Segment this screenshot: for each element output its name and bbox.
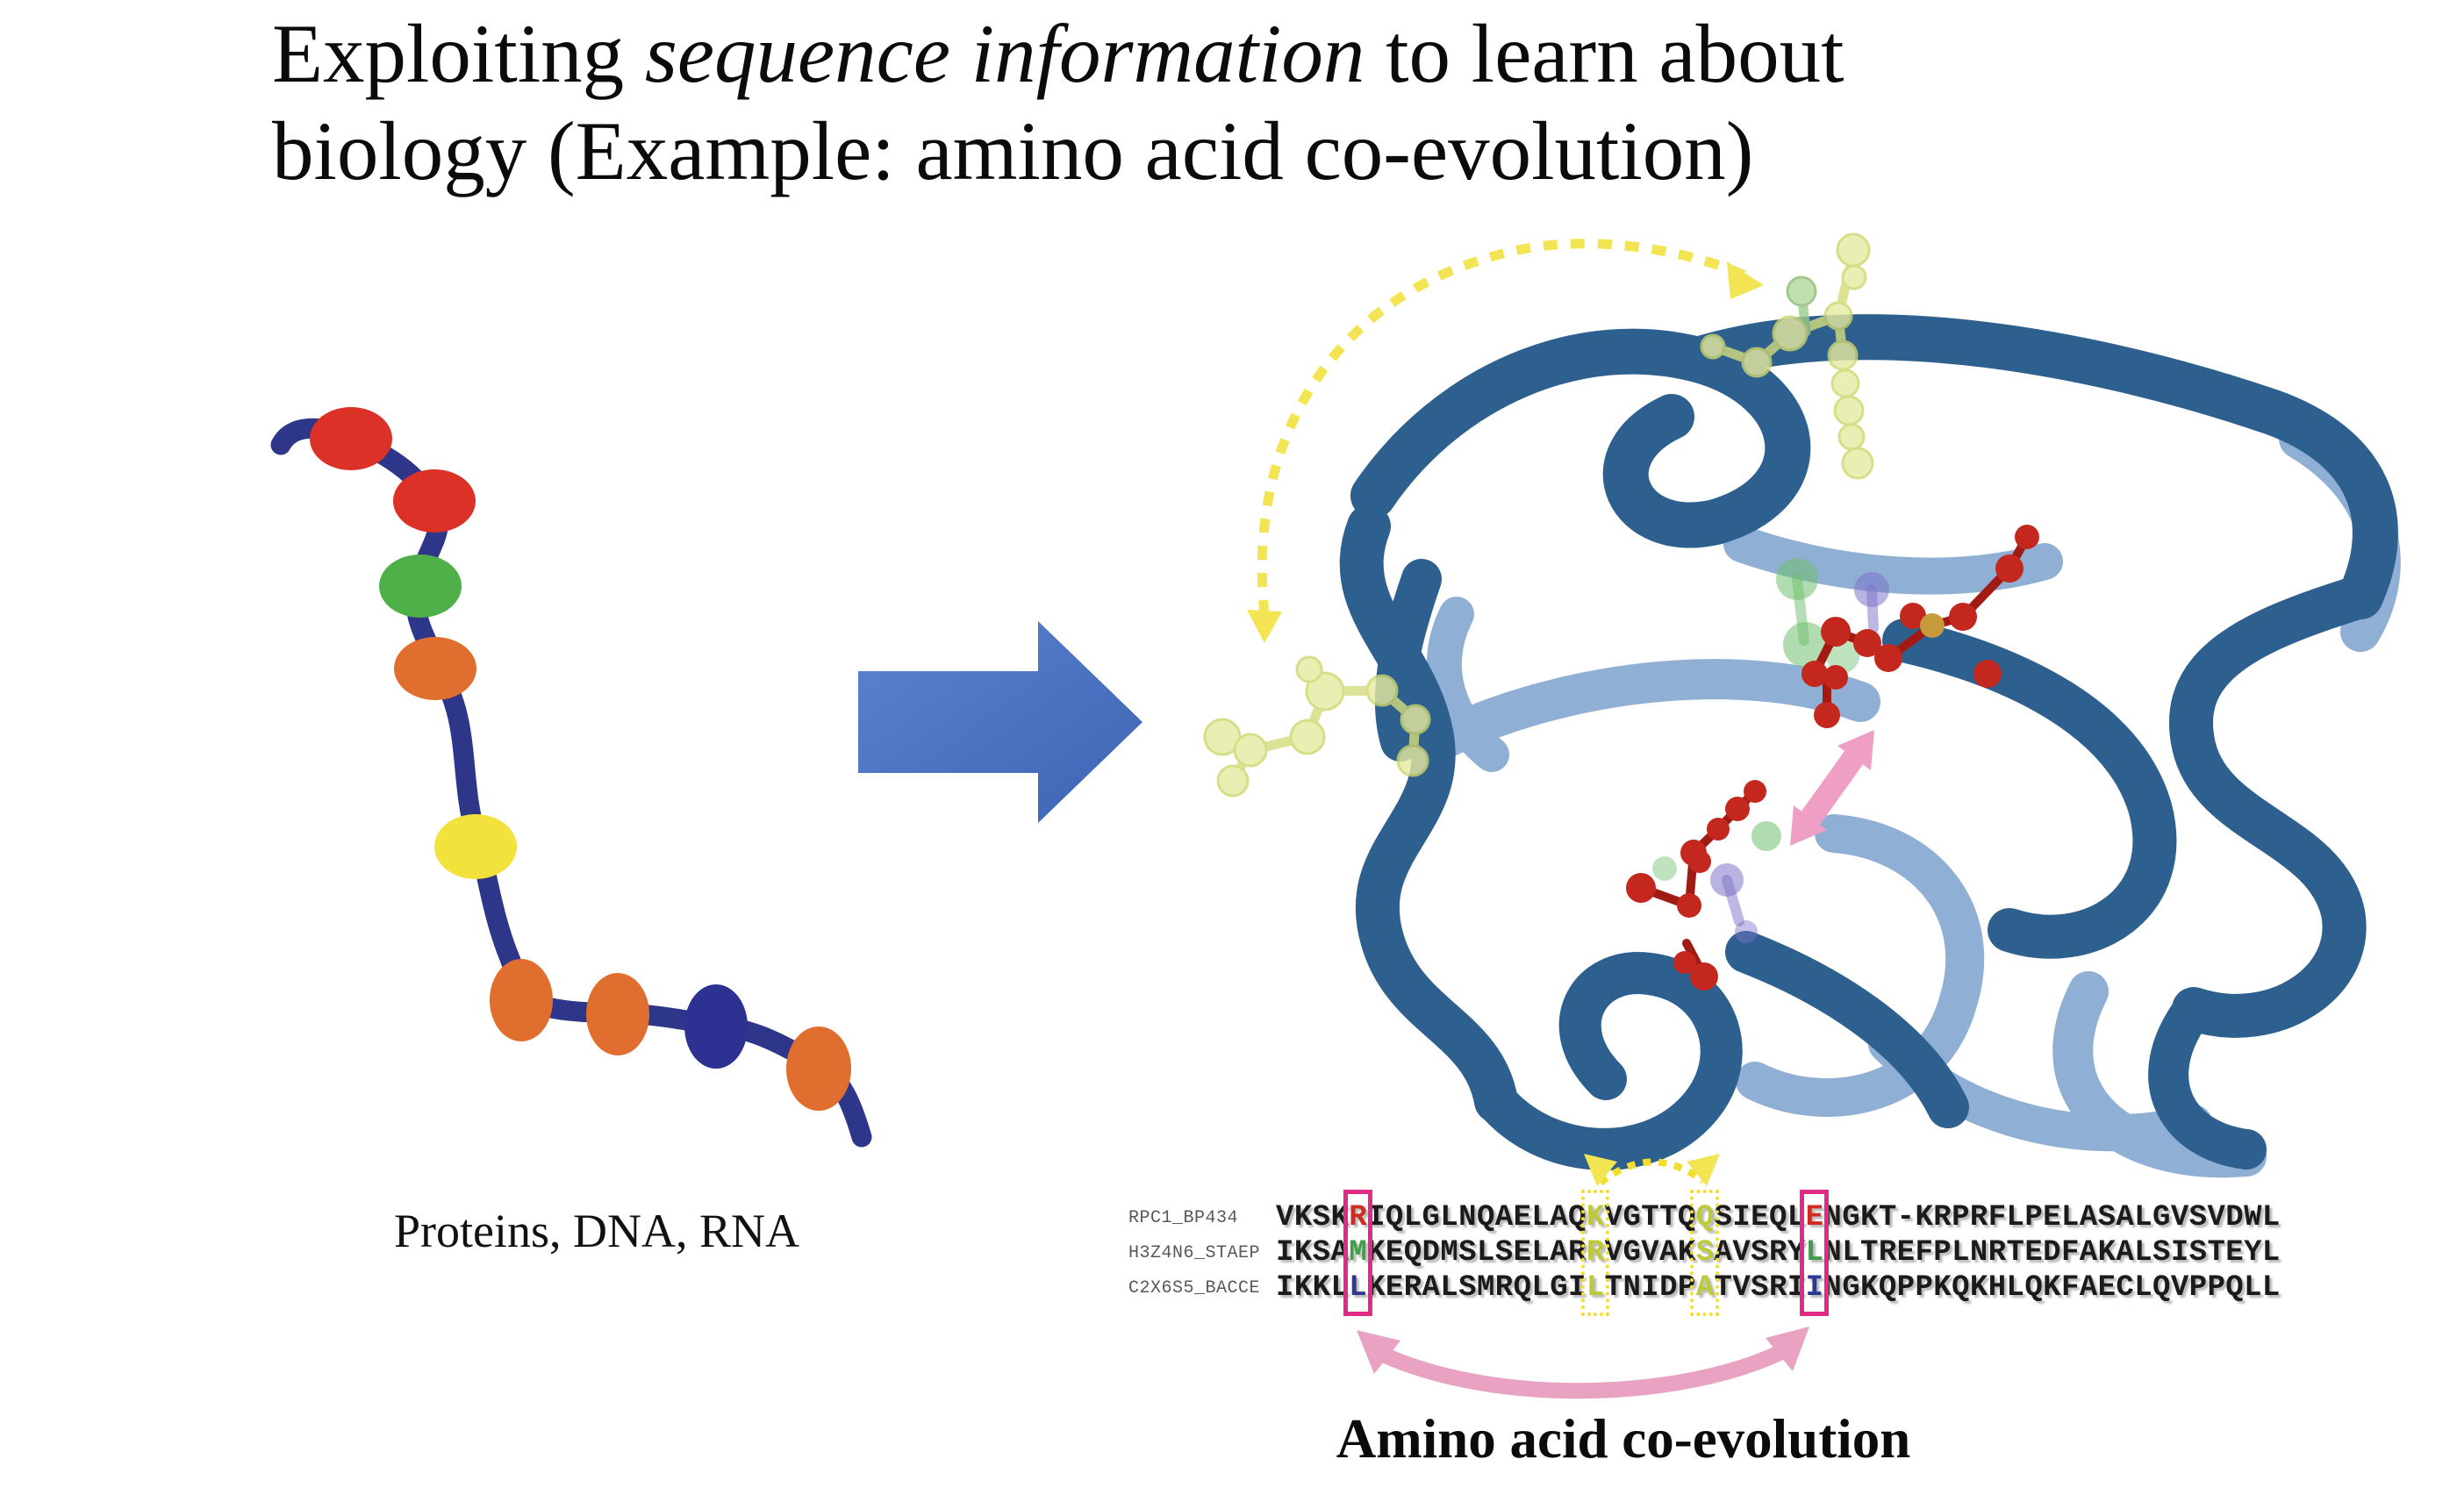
alignment-row-sequence: IKKLLKERALSMRQLGILTNIDPATVSRIINGKQPPKQKH… bbox=[1276, 1271, 2281, 1305]
polymer-beads bbox=[310, 407, 851, 1111]
alignment-yellow-arc bbox=[1584, 1154, 1720, 1186]
alignment-row: RPC1_BP434 VKSKRIQLGLNQAELAQKVGTTQQSIEQLE… bbox=[1128, 1200, 2281, 1235]
protein-structure bbox=[1203, 232, 2401, 1178]
title-regular-text-2: to learn about bbox=[1365, 7, 1844, 100]
polymer-bead bbox=[379, 554, 462, 618]
polymer-bead bbox=[490, 959, 553, 1041]
title-line-2: biology (Example: amino acid co-evolutio… bbox=[272, 104, 1754, 198]
red-residue-lower bbox=[1626, 780, 1781, 991]
coevolution-arc-dashed bbox=[1247, 239, 1764, 643]
polymer-bead bbox=[586, 973, 649, 1055]
title-line-1: Exploiting sequence information to learn… bbox=[272, 5, 2176, 103]
slide-title: Exploiting sequence information to learn… bbox=[272, 5, 2176, 200]
polymer-caption: Proteins, DNA, RNA bbox=[393, 1205, 799, 1257]
coevolving-column-box bbox=[1800, 1190, 1829, 1316]
coevolving-column-box bbox=[1343, 1190, 1372, 1316]
right-arrow bbox=[858, 621, 1142, 823]
polymer-bead bbox=[394, 637, 476, 700]
polymer-bead bbox=[393, 469, 476, 533]
title-regular-text: Exploiting bbox=[272, 7, 645, 100]
alignment-row-sequence: VKSKRIQLGLNQAELAQKVGTTQQSIEQLENGKT-KRPRF… bbox=[1276, 1201, 2281, 1234]
protein-ribbons-front bbox=[1339, 314, 2398, 1170]
alignment-row-label: RPC1_BP434 bbox=[1128, 1207, 1239, 1228]
alignment-row-label: H3Z4N6_STAEP bbox=[1128, 1242, 1261, 1263]
red-residue-upper bbox=[1776, 525, 2039, 728]
alignment-row-sequence: IKSAMKEQDMSLSELARRVGVAKSAVSRYLNLTREFPLNR… bbox=[1276, 1236, 2281, 1270]
polymer-chain-figure bbox=[270, 407, 872, 1148]
polymer-bead bbox=[310, 407, 392, 470]
polymer-backbone bbox=[270, 418, 872, 1148]
yellow-residue-left bbox=[1203, 655, 1431, 798]
polymer-bead bbox=[684, 984, 748, 1069]
alignment-row-label: C2X6S5_BACCE bbox=[1128, 1277, 1261, 1298]
title-italic-text: sequence information bbox=[644, 7, 1365, 100]
polymer-bead bbox=[434, 814, 517, 879]
coupling-arrow-3d bbox=[1790, 730, 1874, 846]
polymer-bead bbox=[786, 1027, 851, 1111]
coevolution-caption: Amino acid co-evolution bbox=[1336, 1408, 1911, 1470]
alignment-pink-arrow bbox=[1357, 1327, 1809, 1399]
coupled-column-box bbox=[1690, 1190, 1720, 1316]
yellow-residue-top bbox=[1700, 232, 1874, 480]
coupled-column-box bbox=[1580, 1190, 1610, 1316]
